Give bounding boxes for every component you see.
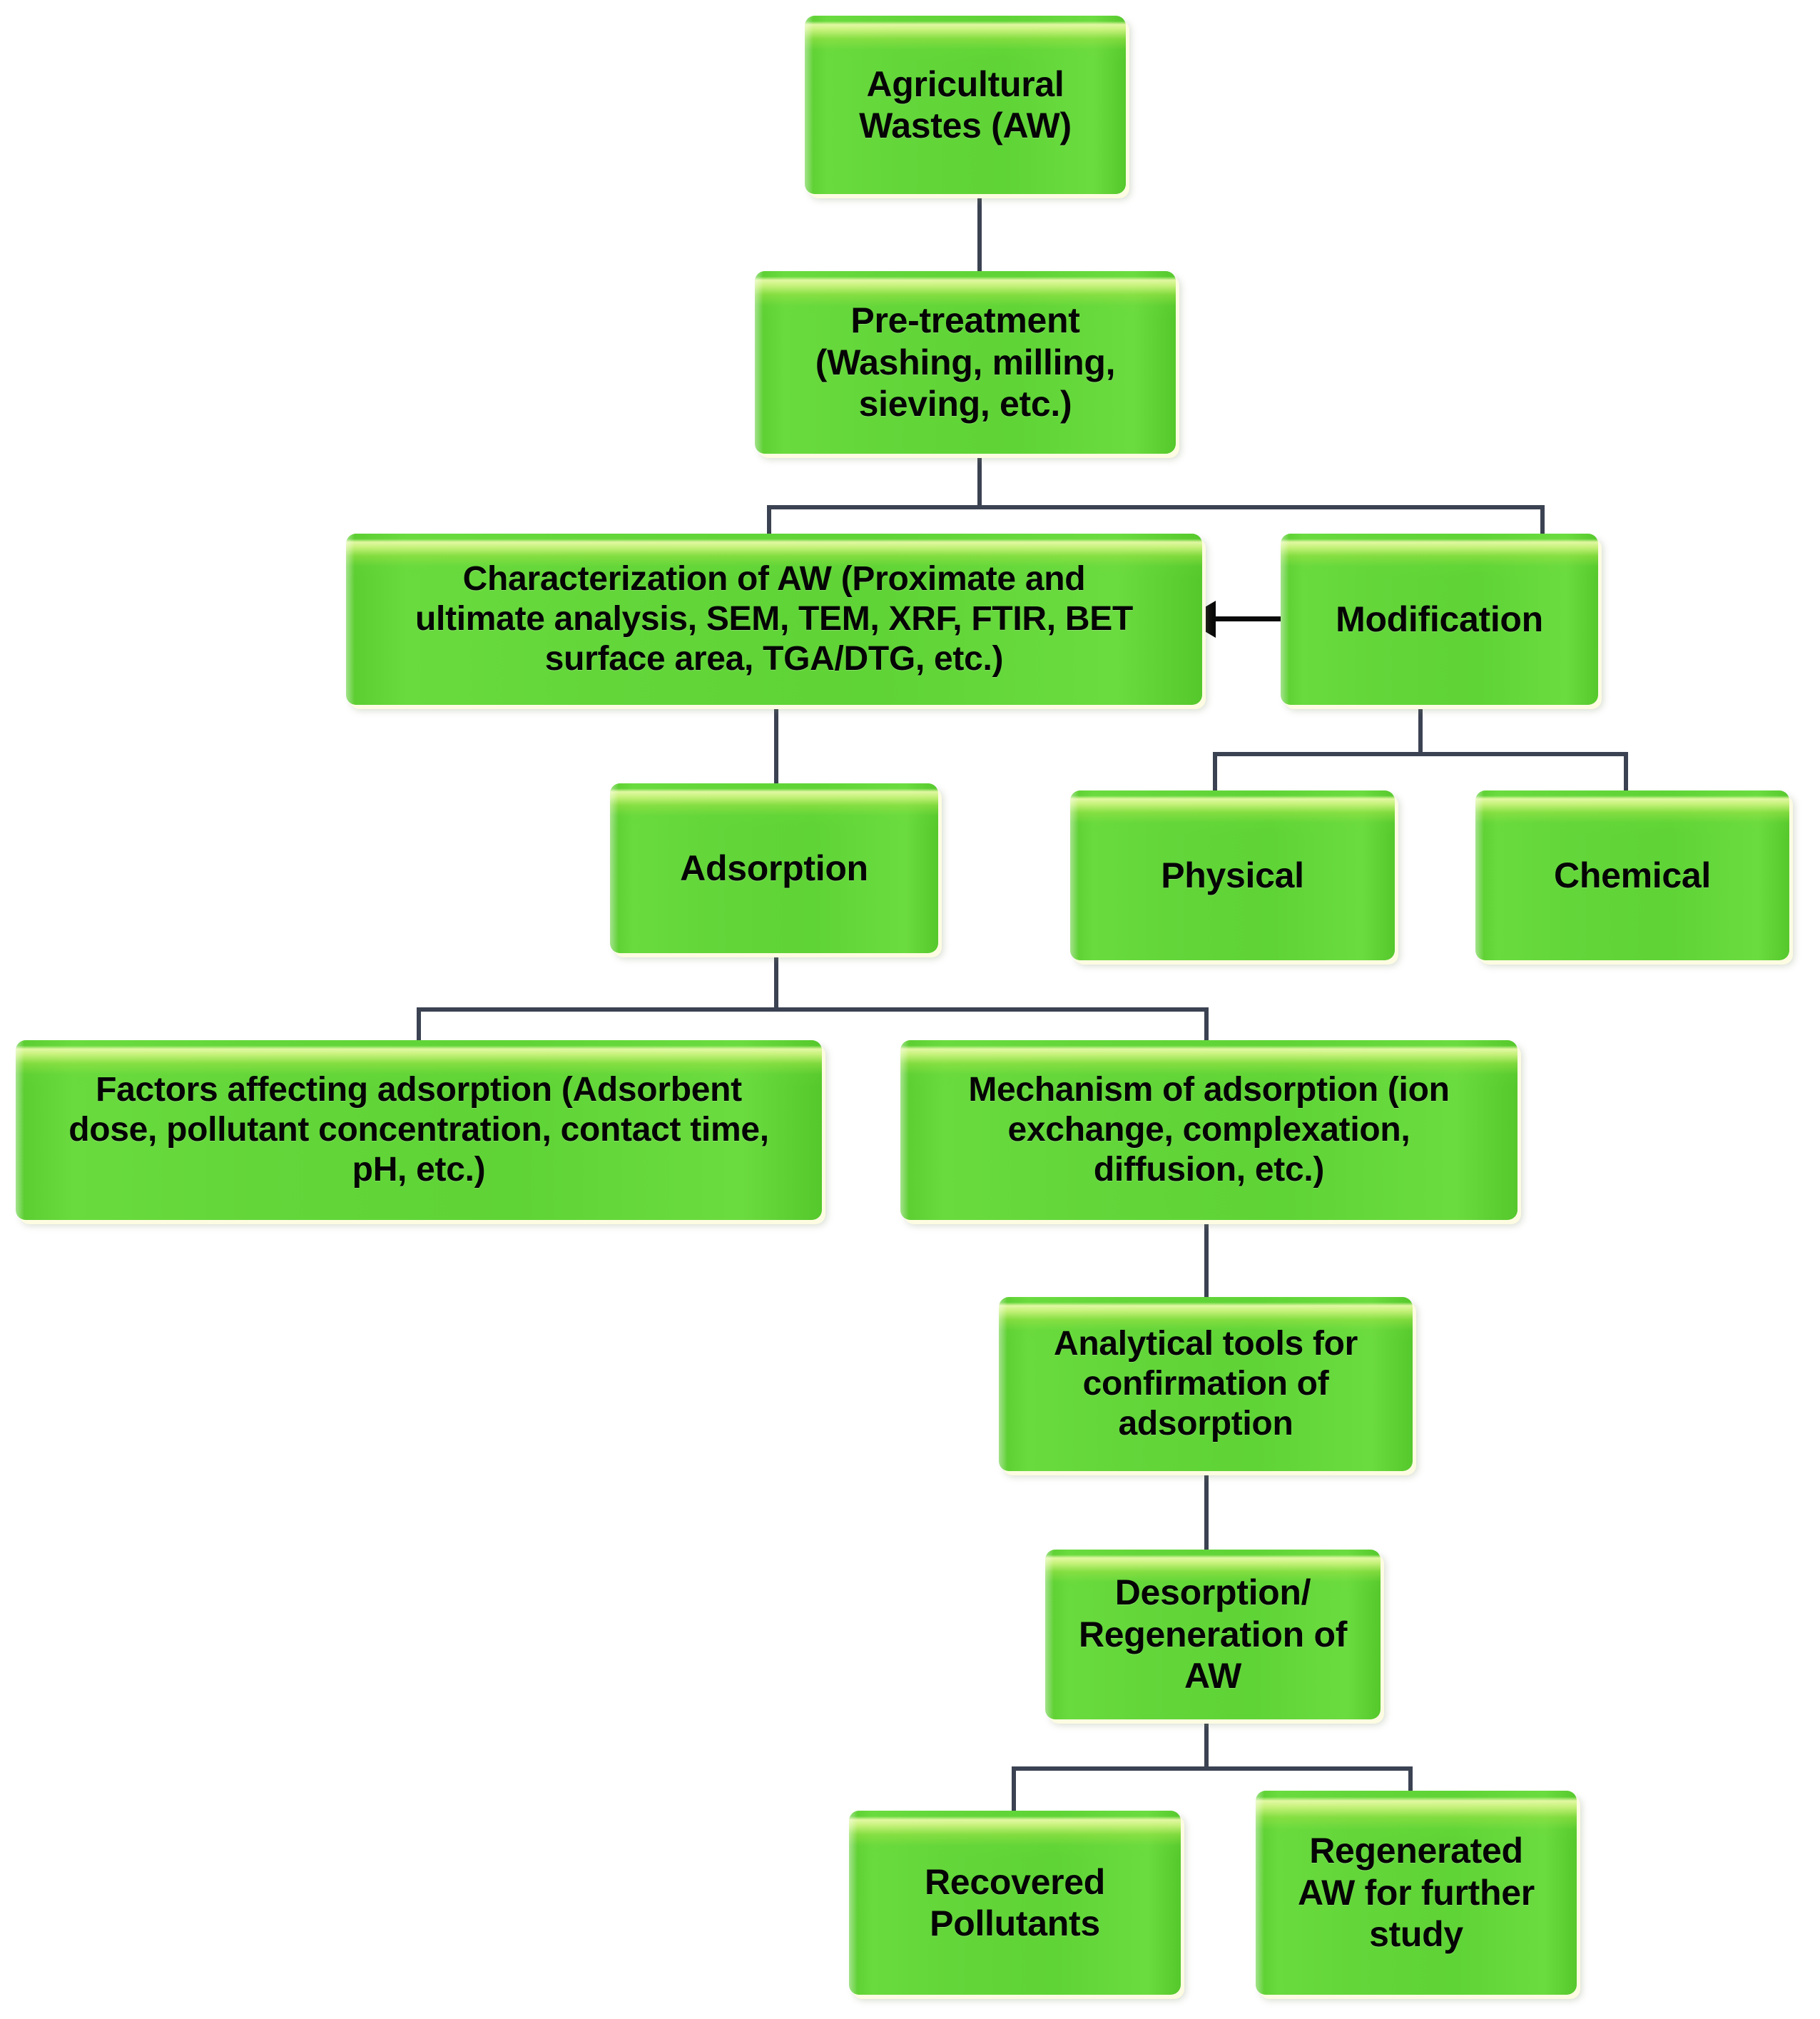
connector-analytical-to-desorption — [1204, 1471, 1209, 1551]
node-factors-affecting[interactable]: Factors affecting adsorption (Adsorbent … — [16, 1040, 822, 1220]
connector-pretreatment-bus — [767, 505, 1545, 509]
connector-bus-to-recovered — [1012, 1766, 1016, 1811]
node-label: Characterization of AW (Proximate and ul… — [415, 559, 1133, 678]
connector-bus-to-characterization — [767, 505, 771, 549]
node-label: Analytical tools for confirmation of ads… — [1053, 1324, 1358, 1443]
connector-pretreatment-down — [977, 454, 982, 509]
node-mechanism[interactable]: Mechanism of adsorption (ion exchange, c… — [900, 1040, 1517, 1220]
connector-desorption-down — [1204, 1719, 1209, 1771]
node-label: Recovered Pollutants — [925, 1861, 1105, 1944]
node-label: Physical — [1161, 855, 1304, 895]
connector-adsorption-bus — [417, 1007, 1209, 1012]
node-desorption[interactable]: Desorption/ Regeneration of AW — [1045, 1550, 1381, 1719]
connector-adsorption-down — [774, 953, 778, 1012]
node-recovered-pollutants[interactable]: Recovered Pollutants — [849, 1811, 1181, 1995]
node-label: Agricultural Wastes (AW) — [859, 63, 1072, 146]
connector-bus-to-regenerated — [1408, 1766, 1413, 1811]
node-analytical-tools[interactable]: Analytical tools for confirmation of ads… — [999, 1297, 1413, 1471]
node-label: Mechanism of adsorption (ion exchange, c… — [968, 1070, 1450, 1189]
node-modification[interactable]: Modification — [1281, 534, 1598, 705]
connector-characterization-to-adsorption — [774, 705, 778, 783]
connector-modification-bus — [1213, 752, 1628, 756]
connector-desorption-bus — [1012, 1766, 1413, 1771]
connector-bus-to-modification — [1540, 505, 1545, 549]
node-label: Pre-treatment (Washing, milling, sieving… — [815, 300, 1116, 424]
connector-aw-to-pretreatment — [977, 194, 982, 273]
node-label: Desorption/ Regeneration of AW — [1078, 1572, 1348, 1697]
connector-bus-to-physical — [1213, 752, 1217, 796]
connector-mechanism-to-analytical — [1204, 1220, 1209, 1297]
connector-bus-to-mechanism — [1204, 1007, 1209, 1049]
node-characterization[interactable]: Characterization of AW (Proximate and ul… — [346, 534, 1202, 705]
node-label: Regenerated AW for further study — [1298, 1831, 1535, 1955]
node-label: Adsorption — [680, 848, 868, 888]
node-agricultural-wastes[interactable]: Agricultural Wastes (AW) — [805, 16, 1126, 194]
node-chemical[interactable]: Chemical — [1475, 790, 1789, 960]
node-label: Chemical — [1554, 855, 1711, 895]
connector-bus-to-factors — [417, 1007, 421, 1049]
arrow-shaft-modification-to-characterization — [1213, 616, 1283, 621]
node-adsorption[interactable]: Adsorption — [610, 783, 938, 953]
node-regenerated-aw[interactable]: Regenerated AW for further study — [1256, 1791, 1577, 1995]
connector-modification-down — [1418, 705, 1423, 756]
connector-bus-to-chemical — [1624, 752, 1628, 796]
node-label: Modification — [1336, 599, 1543, 639]
node-label: Factors affecting adsorption (Adsorbent … — [68, 1070, 769, 1189]
node-physical[interactable]: Physical — [1070, 790, 1395, 960]
node-pre-treatment[interactable]: Pre-treatment (Washing, milling, sieving… — [755, 271, 1176, 454]
